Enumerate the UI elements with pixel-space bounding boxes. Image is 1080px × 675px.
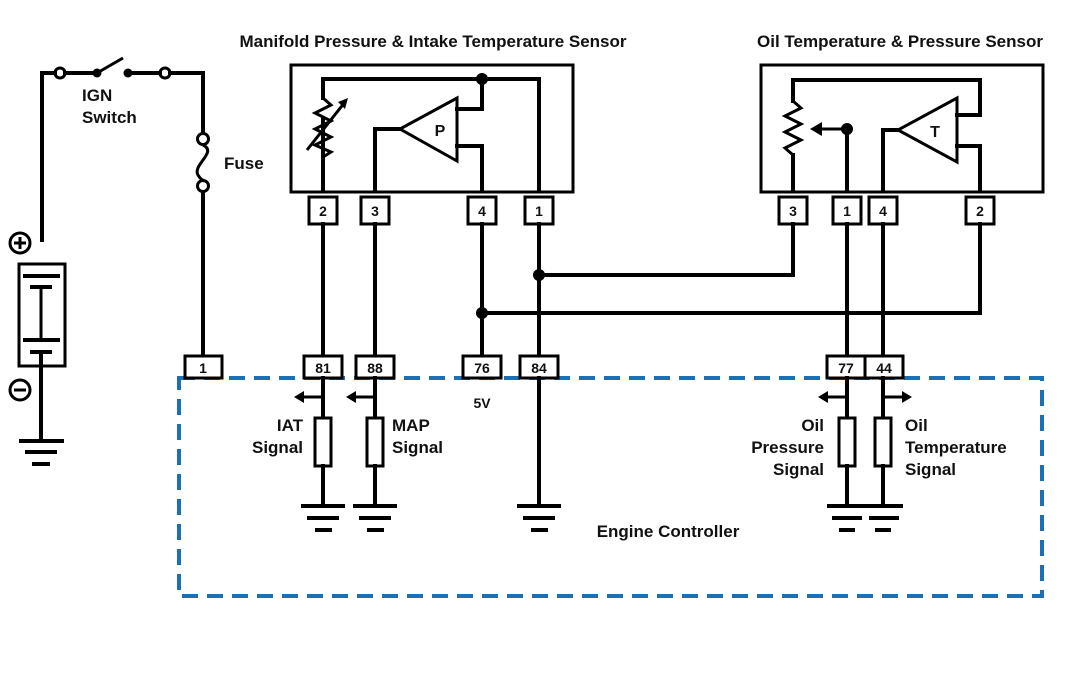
ecu-pin-88: 88 (354, 354, 396, 380)
map-iat-sensor: P 2 3 4 1 (289, 63, 575, 226)
iat-signal-circuit: IAT Signal (252, 376, 345, 532)
svg-text:1: 1 (199, 360, 207, 376)
resistor-icon (873, 416, 893, 468)
oil-pin-3: 3 (777, 195, 809, 226)
svg-text:Signal: Signal (252, 438, 303, 457)
arrow-left-icon (294, 391, 304, 403)
ecu-pin-84: 84 (518, 354, 560, 380)
resistor-icon (365, 416, 385, 468)
battery-minus-icon (8, 378, 32, 402)
amp-p-label: P (435, 123, 446, 140)
fuse-label: Fuse (224, 154, 264, 173)
arrow-left-icon (346, 391, 356, 403)
harness-wires (321, 222, 982, 358)
ecu-pin-81: 81 (302, 354, 344, 380)
svg-text:1: 1 (843, 203, 851, 219)
junction-dot (533, 269, 545, 281)
engine-controller-boundary (177, 376, 1044, 598)
ecu-pin-44: 44 (863, 354, 905, 380)
oil-sensor: T 3 1 4 2 (759, 63, 1045, 226)
ground-icon (301, 504, 345, 532)
svg-text:4: 4 (478, 203, 486, 219)
ground-icon (353, 504, 397, 532)
svg-text:Oil: Oil (801, 416, 824, 435)
resistor-icon (837, 416, 857, 468)
svg-text:88: 88 (367, 360, 383, 376)
sensor-ground-circuit (517, 376, 561, 532)
svg-text:3: 3 (371, 203, 379, 219)
battery-ground-icon (19, 439, 64, 466)
svg-text:2: 2 (319, 203, 327, 219)
map-signal-circuit: MAP Signal (346, 376, 443, 532)
thermistor-icon (305, 96, 348, 159)
power-circuit: IGN Switch Fuse (8, 56, 264, 466)
amp-t-label: T (930, 124, 940, 141)
svg-text:IAT: IAT (277, 416, 304, 435)
map-iat-sensor-title: Manifold Pressure & Intake Temperature S… (239, 32, 626, 51)
controller-pins: 1 81 88 76 84 77 44 (183, 354, 905, 380)
svg-text:2: 2 (976, 203, 984, 219)
svg-text:76: 76 (474, 360, 490, 376)
oil-temperature-signal-circuit: Oil Temperature Signal (865, 376, 1007, 532)
oil-pressure-signal-circuit: Oil Pressure Signal (751, 376, 865, 532)
ign-switch-blade (96, 56, 124, 75)
map-iat-pin-4: 4 (466, 195, 498, 226)
junction-dot (476, 307, 488, 319)
ign-switch-label-2: Switch (82, 108, 137, 127)
svg-text:Signal: Signal (905, 460, 956, 479)
battery-plus-icon (8, 231, 32, 255)
ecu-pin-76: 76 (461, 354, 503, 380)
svg-text:MAP: MAP (392, 416, 430, 435)
supply-5v-label: 5V (473, 395, 491, 411)
ecu-pin-77: 77 (825, 354, 867, 380)
svg-text:77: 77 (838, 360, 854, 376)
pressure-amplifier-icon: P (396, 95, 459, 164)
svg-text:4: 4 (879, 203, 887, 219)
arrow-right-icon (902, 391, 912, 403)
temperature-amplifier-icon: T (894, 95, 959, 165)
resistor-icon (313, 416, 333, 468)
ign-switch-label: IGN (82, 86, 112, 105)
engine-controller-label: Engine Controller (597, 522, 740, 541)
ground-icon (827, 504, 865, 532)
svg-text:Signal: Signal (773, 460, 824, 479)
ground-icon (517, 504, 561, 532)
ground-icon (865, 504, 903, 532)
svg-text:Oil: Oil (905, 416, 928, 435)
oil-pin-1: 1 (831, 195, 863, 226)
arrow-left-icon (818, 391, 828, 403)
svg-text:1: 1 (535, 203, 543, 219)
oil-pin-4: 4 (867, 195, 899, 226)
map-iat-pin-3: 3 (359, 195, 391, 226)
battery-icon (8, 231, 67, 402)
map-iat-pin-2: 2 (307, 195, 339, 226)
oil-pin-2: 2 (964, 195, 996, 226)
svg-text:Signal: Signal (392, 438, 443, 457)
map-iat-pin-1: 1 (523, 195, 555, 226)
oil-sensor-title: Oil Temperature & Pressure Sensor (757, 32, 1043, 51)
fuse-icon (195, 132, 210, 193)
svg-text:3: 3 (789, 203, 797, 219)
svg-text:81: 81 (315, 360, 331, 376)
ecu-pin-1: 1 (183, 354, 224, 380)
svg-text:84: 84 (531, 360, 547, 376)
svg-text:Pressure: Pressure (751, 438, 824, 457)
svg-text:Temperature: Temperature (905, 438, 1007, 457)
svg-text:44: 44 (876, 360, 892, 376)
battery-positive-wire (40, 71, 57, 242)
